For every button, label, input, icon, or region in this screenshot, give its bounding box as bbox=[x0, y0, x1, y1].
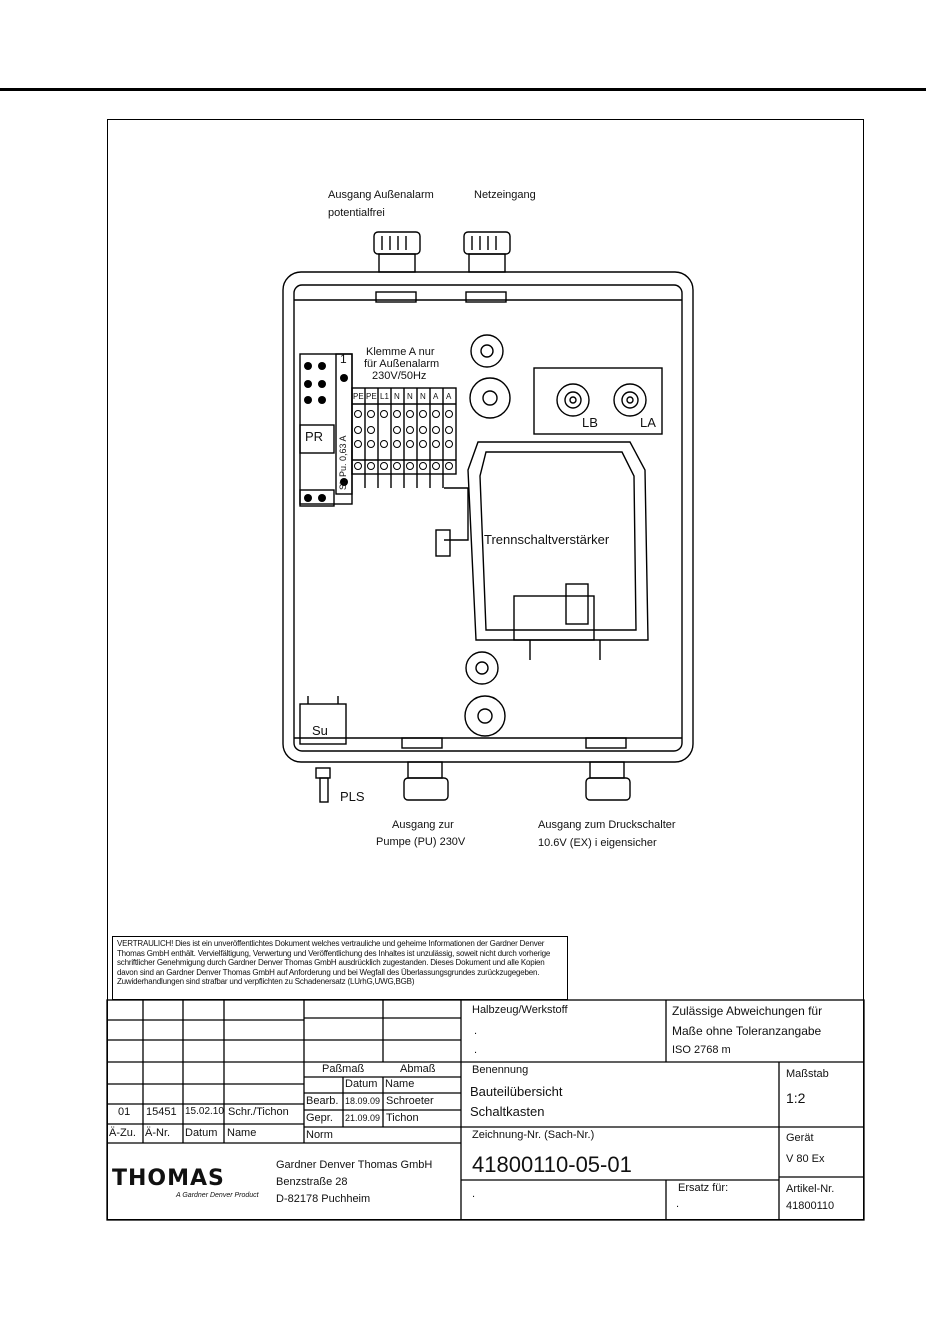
gepr-label: Gepr. bbox=[306, 1112, 333, 1124]
gepr-name: Tichon bbox=[386, 1112, 419, 1124]
title-line1: Bauteilübersicht bbox=[470, 1084, 563, 1099]
tolerance-line2: Maße ohne Toleranzangabe bbox=[672, 1024, 822, 1038]
amplifier-label: Trennschaltverstärker bbox=[484, 532, 610, 547]
company-name: Gardner Denver Thomas GmbH bbox=[276, 1159, 433, 1171]
enclosure-inner bbox=[293, 284, 683, 752]
name-label: Name bbox=[385, 1078, 415, 1090]
bearb-label: Bearb. bbox=[306, 1095, 339, 1107]
gland-bottom-left bbox=[401, 737, 449, 801]
terminal-head-3: L1 bbox=[380, 392, 389, 401]
scale-value: 1:2 bbox=[786, 1090, 806, 1106]
terminal-head-1: PE bbox=[353, 392, 364, 401]
rev-date: 15.02.10 bbox=[185, 1106, 224, 1117]
rev-head-date: Datum bbox=[185, 1127, 218, 1139]
norm-label: Norm bbox=[306, 1129, 333, 1141]
scale-label: Maßstab bbox=[786, 1068, 829, 1080]
led-lb bbox=[556, 383, 590, 417]
pr-label: PR bbox=[305, 429, 324, 444]
lb-label: LB bbox=[582, 415, 598, 430]
label-mains-input: Netzeingang bbox=[474, 189, 536, 201]
rev-name: Schr./Tichon bbox=[228, 1106, 289, 1118]
device-value: V 80 Ex bbox=[786, 1153, 825, 1165]
bearb-name: Schroeter bbox=[386, 1095, 434, 1107]
su-fuse bbox=[299, 703, 347, 745]
led-la bbox=[613, 383, 647, 417]
label-intrinsic-safe: 10.6V (EX) i eigensicher bbox=[538, 837, 657, 849]
rev-head-number: Ä-Nr. bbox=[145, 1127, 171, 1139]
rev-change-number: 15451 bbox=[146, 1106, 177, 1118]
la-label: LA bbox=[640, 415, 656, 430]
label-pump-voltage: Pumpe (PU) 230V bbox=[376, 836, 466, 848]
bearb-date: 18.09.09 bbox=[345, 1096, 381, 1106]
article-number: 41800110 bbox=[786, 1200, 835, 1212]
abmass-label: Abmaß bbox=[400, 1063, 436, 1075]
screw-top bbox=[470, 334, 504, 368]
pls-label: PLS bbox=[340, 789, 365, 804]
label-pressure-switch: Ausgang zum Druckschalter bbox=[538, 819, 676, 831]
label-outside-alarm: Ausgang Außenalarm bbox=[328, 189, 434, 201]
tolerance-line3: ISO 2768 m bbox=[672, 1044, 731, 1056]
title-line2: Schaltkasten bbox=[470, 1104, 545, 1119]
label-pump-output: Ausgang zur bbox=[392, 819, 454, 831]
thomas-logo: THOMAS bbox=[112, 1166, 225, 1191]
terminal-head-5: N bbox=[407, 392, 413, 401]
title-block-grid bbox=[106, 999, 865, 1221]
terminal-head-4: N bbox=[394, 392, 400, 401]
halbzeug-value: . bbox=[474, 1025, 478, 1037]
top-rule bbox=[0, 88, 926, 91]
terminal-head-8: A bbox=[446, 392, 452, 401]
gland-top-left bbox=[373, 231, 421, 303]
halbzeug-label: Halbzeug/Werkstoff bbox=[472, 1004, 568, 1016]
rev-index: 01 bbox=[118, 1106, 131, 1118]
gland-top-right bbox=[463, 231, 511, 303]
terminal-head-6: N bbox=[420, 392, 426, 401]
ersatz-label: Ersatz für: bbox=[678, 1182, 729, 1194]
article-label: Artikel-Nr. bbox=[786, 1183, 835, 1195]
company-city: D-82178 Puchheim bbox=[276, 1193, 371, 1205]
fixing-bottom bbox=[464, 695, 506, 737]
drawing-number: 41800110-05-01 bbox=[472, 1152, 632, 1177]
company-street: Benzstraße 28 bbox=[276, 1176, 348, 1188]
label-potential-free: potentialfrei bbox=[328, 207, 385, 219]
rev-head-index: Ä-Zu. bbox=[109, 1127, 136, 1139]
drawing-number-label: Zeichnung-Nr. (Sach-Nr.) bbox=[472, 1129, 595, 1141]
screw-bottom bbox=[465, 651, 499, 685]
terminal-number: 1 bbox=[340, 352, 347, 366]
ersatz-dot: . bbox=[676, 1198, 680, 1210]
confidentiality-notice: VERTRAULICH! Dies ist ein unveröffentlic… bbox=[112, 936, 568, 1000]
fuse-label: Si. Pu. 0,63 A bbox=[338, 435, 348, 490]
benennung-label: Benennung bbox=[472, 1064, 529, 1076]
ersatz-value: . bbox=[472, 1188, 476, 1200]
rev-head-name: Name bbox=[227, 1127, 257, 1139]
terminal-head-2: PE bbox=[366, 392, 377, 401]
gland-bottom-right bbox=[585, 737, 631, 801]
device-label: Gerät bbox=[786, 1132, 814, 1144]
datum-label: Datum bbox=[345, 1078, 378, 1090]
label-klemme-alarm: für Außenalarm bbox=[364, 358, 440, 370]
label-klemme: Klemme A nur bbox=[366, 346, 435, 358]
logo-tagline: A Gardner Denver Product bbox=[176, 1192, 259, 1199]
pls-switch bbox=[319, 777, 329, 803]
fixing-top bbox=[469, 377, 511, 419]
halbzeug-value-2: . bbox=[474, 1044, 478, 1056]
su-label: Su bbox=[312, 723, 328, 738]
led-plate bbox=[533, 367, 663, 435]
pr-relay bbox=[299, 424, 335, 454]
passmass-label: Paßmaß bbox=[322, 1063, 365, 1075]
terminal-head-7: A bbox=[433, 392, 439, 401]
gepr-date: 21.09.09 bbox=[345, 1113, 381, 1123]
amplifier-body bbox=[467, 441, 649, 641]
label-klemme-voltage: 230V/50Hz bbox=[372, 370, 427, 382]
tolerance-line1: Zulässige Abweichungen für bbox=[672, 1004, 823, 1018]
